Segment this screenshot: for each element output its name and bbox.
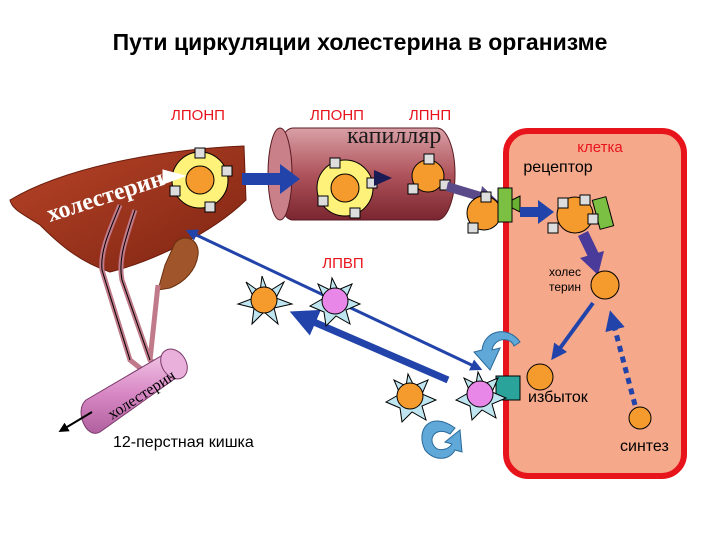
- cholesterol-to-excess-arrow: [551, 301, 595, 361]
- excess-cholesterol-dot: [526, 363, 554, 391]
- vldl-particle-liver: [169, 147, 233, 213]
- ldl-particle-membrane: [466, 191, 502, 234]
- intestine-exit-arrow: [58, 411, 93, 433]
- cell-body: [503, 128, 687, 479]
- excess-label: избыток: [528, 389, 589, 406]
- free-cholesterol-dot: [590, 270, 620, 300]
- lponp-mid-label: ЛПОНП: [310, 107, 364, 124]
- liver-to-capillary-arrow: [242, 164, 300, 194]
- synthesis-label: синтез: [620, 438, 669, 455]
- lpnp-label: ЛПНП: [409, 107, 451, 124]
- synthesis-arrow: [605, 310, 638, 406]
- diagram-title: Пути циркуляции холестерина в организме: [113, 29, 608, 55]
- cell-cholesterol-label-2: терин: [549, 280, 581, 294]
- lponp-left-label: ЛПОНП: [171, 107, 225, 124]
- duodenum-label: 12-перстная кишка: [113, 434, 254, 451]
- lpvp-label: ЛПВП: [322, 255, 363, 272]
- efflux-curve-arrow-bottom: [421, 420, 463, 459]
- hdl-particle-3: [384, 372, 438, 424]
- hdl-particle-2: [308, 276, 362, 328]
- vldl-particle-capillary: [316, 157, 378, 219]
- vldl-to-ldl-arrow: [374, 170, 392, 186]
- hdl-particle-4: [454, 370, 508, 422]
- efflux-curve-arrow-top: [473, 331, 521, 371]
- synthesis-dot: [628, 406, 652, 430]
- internalization-arrow: [520, 200, 554, 224]
- cholesterol-transporter: [495, 375, 521, 401]
- liver-secretion-arrow: [162, 169, 187, 185]
- degradation-arrow: [578, 231, 604, 275]
- hdl-particle-1: [236, 275, 294, 326]
- receptor-left: [497, 187, 521, 223]
- cell-cholesterol-label-1: холес: [549, 265, 581, 279]
- cell-label: клетка: [577, 139, 623, 156]
- ldl-particle-capillary: [407, 153, 451, 195]
- ldl-particle-inside-cell: [547, 194, 599, 234]
- hdl-return-arrow: [289, 309, 450, 384]
- duodenum: [80, 348, 188, 434]
- capillary-label: капилляр: [347, 123, 441, 149]
- receptor-label: рецептор: [523, 159, 592, 176]
